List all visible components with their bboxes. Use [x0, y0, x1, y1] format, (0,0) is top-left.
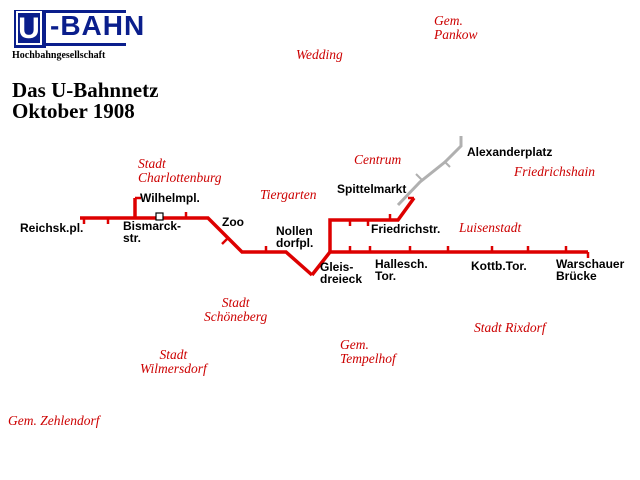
station-label-alexanderplatz: Alexanderplatz [467, 145, 553, 159]
line-north-branch [328, 196, 416, 252]
station-label-warschauer-bruecke: Warschauer Brücke [556, 257, 625, 283]
district-label-zehlendorf: Gem. Zehlendorf [8, 413, 100, 428]
district-label-centrum: Centrum [354, 152, 402, 167]
district-label-tiergarten: Tiergarten [260, 187, 317, 202]
logo-u-letter: U [16, 11, 42, 45]
station-label-hallesches-tor: Hallesch. Tor. [375, 257, 428, 283]
station-tick [221, 237, 229, 245]
logo-top-bar [46, 10, 126, 13]
station-label-gleisdreieck: Gleis- dreieck [320, 260, 363, 286]
map-title-line1: Das U-Bahnnetz [12, 78, 159, 102]
district-label-pankow: Gem. Pankow [434, 13, 478, 42]
line-west-segment [80, 216, 314, 277]
district-label-schoeneberg: Stadt Schöneberg [204, 295, 268, 324]
map-title: Das U-Bahnnetz Oktober 1908 [12, 80, 158, 122]
interchange-box [155, 212, 164, 221]
district-label-tempelhof: Gem. Tempelhof [340, 337, 396, 366]
map-title-line2: Oktober 1908 [12, 99, 135, 123]
logo-bottom-bar [46, 43, 126, 46]
station-label-reichskpl: Reichsk.pl. [20, 221, 84, 235]
station-label-wilhelmpl: Wilhelmpl. [140, 191, 200, 205]
station-label-spittelmarkt: Spittelmarkt [337, 182, 407, 196]
district-label-wilmersdorf: Stadt Wilmersdorf [140, 347, 207, 376]
construction-tick [443, 160, 451, 168]
station-label-friedrichstr: Friedrichstr. [371, 222, 441, 236]
station-ticks [82, 196, 590, 258]
logo-word: -BAHN [50, 10, 146, 41]
district-label-luisenstadt: Luisenstadt [459, 220, 522, 235]
district-label-wedding: Wedding [296, 47, 343, 62]
logo-company-name: Hochbahngesellschaft [12, 50, 106, 61]
construction-tick [415, 173, 423, 181]
construction-line-alexanderplatz [396, 136, 463, 207]
district-label-charlottenburg: Stadt Charlottenburg [138, 156, 222, 185]
station-label-zoo: Zoo [222, 215, 244, 229]
station-label-bismarckstr: Bismarck- str. [123, 219, 182, 245]
station-label-nollendorfpl: Nollen dorfpl. [276, 224, 314, 250]
district-label-rixdorf: Stadt Rixdorf [474, 320, 546, 335]
district-label-friedrichshain: Friedrichshain [514, 164, 595, 179]
station-label-kottbusser-tor: Kottb.Tor. [471, 259, 527, 273]
